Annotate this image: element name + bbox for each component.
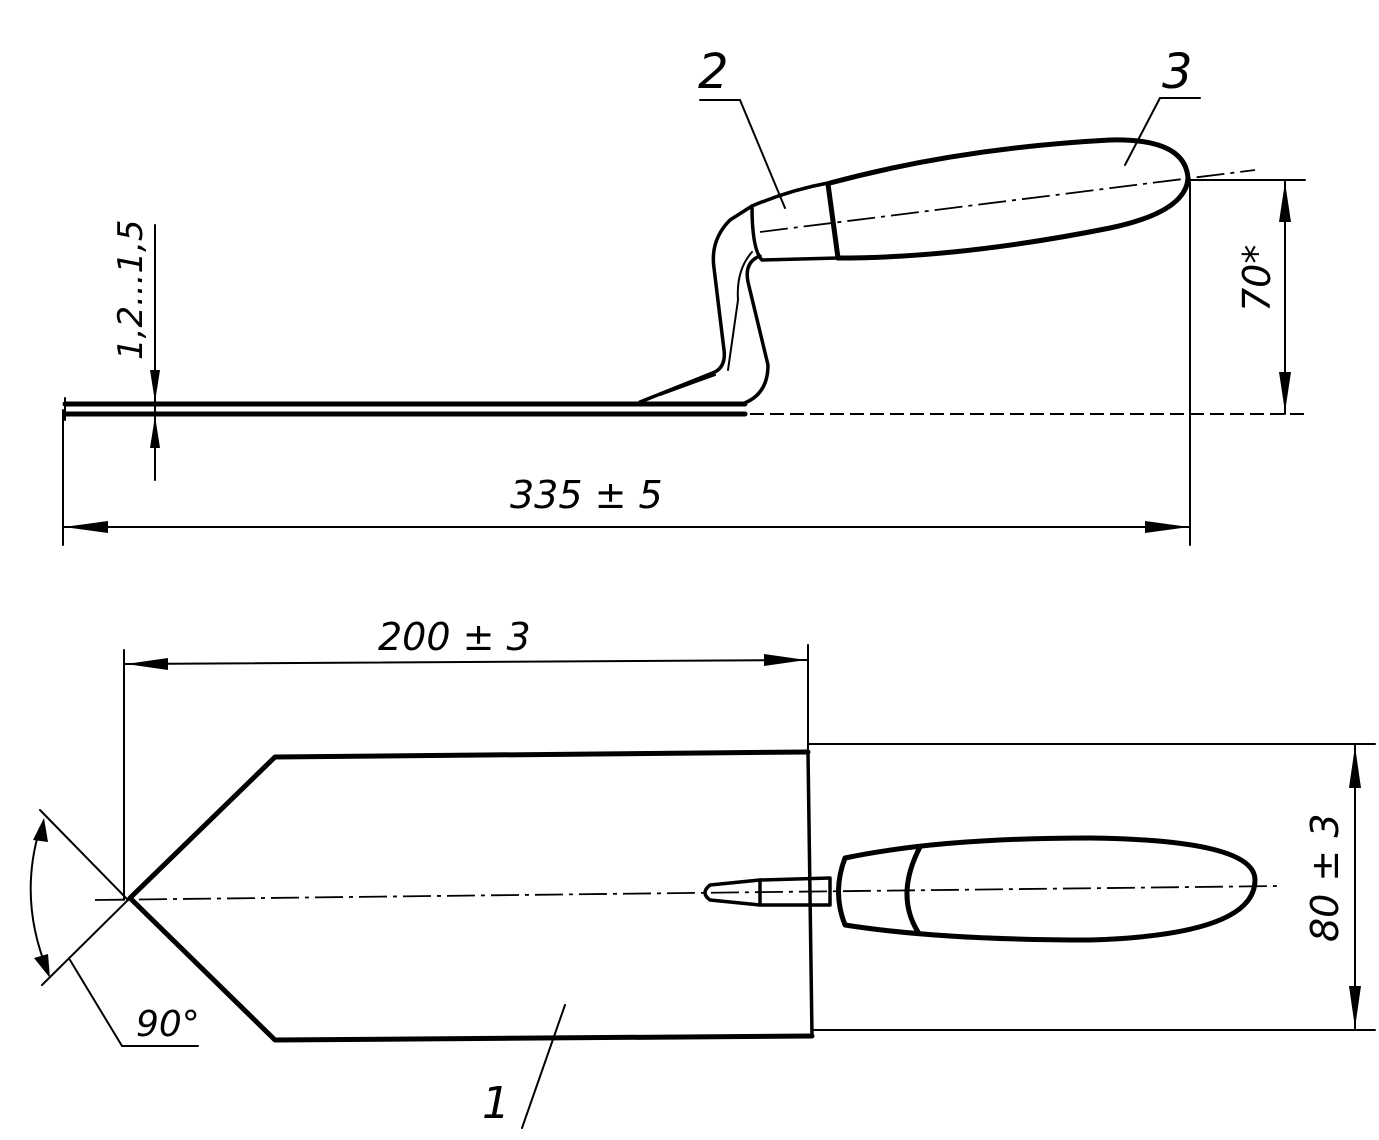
callout-2-label: 2 xyxy=(698,44,729,100)
length-arrow-right xyxy=(1145,521,1189,533)
angle-arrow-bottom xyxy=(34,954,50,978)
side-dimensions xyxy=(62,97,1306,546)
thickness-arrow-top xyxy=(150,370,160,402)
angle-arrow-top xyxy=(33,818,48,842)
handle-top xyxy=(836,835,1258,943)
ferrule-side xyxy=(750,181,841,262)
overall-length-label: 335 ± 5 xyxy=(510,473,663,517)
callout-1-leader xyxy=(521,1004,566,1129)
tang-top xyxy=(703,876,832,907)
height-arrow-bottom xyxy=(1279,372,1291,412)
angle-construction xyxy=(29,809,199,1047)
blade-top xyxy=(127,749,815,1043)
blade-side xyxy=(62,397,748,421)
length-arrow-left xyxy=(64,521,108,533)
height-arrow-top xyxy=(1279,182,1291,222)
blade-length-arrow-left xyxy=(126,658,168,670)
handle-height-label: 70* xyxy=(1235,245,1279,312)
blade-length-arrow-right xyxy=(764,654,806,666)
top-view xyxy=(29,749,1281,1129)
top-dimensions xyxy=(123,644,1376,1031)
blade-length-label: 200 ± 3 xyxy=(378,615,531,659)
blade-width-arrow-top xyxy=(1349,746,1361,788)
callout-3-label: 3 xyxy=(1162,44,1193,100)
handle-side xyxy=(827,137,1191,261)
callout-1-label: 1 xyxy=(482,1078,510,1129)
side-view xyxy=(62,137,1256,421)
tip-angle-label: 90° xyxy=(136,1004,200,1045)
blade-width-label: 80 ± 3 xyxy=(1303,813,1347,942)
thickness-label: 1,2...1,5 xyxy=(111,219,151,360)
thickness-arrow-bottom xyxy=(150,416,160,448)
blade-width-arrow-bottom xyxy=(1349,986,1361,1028)
shank-side xyxy=(638,204,770,406)
